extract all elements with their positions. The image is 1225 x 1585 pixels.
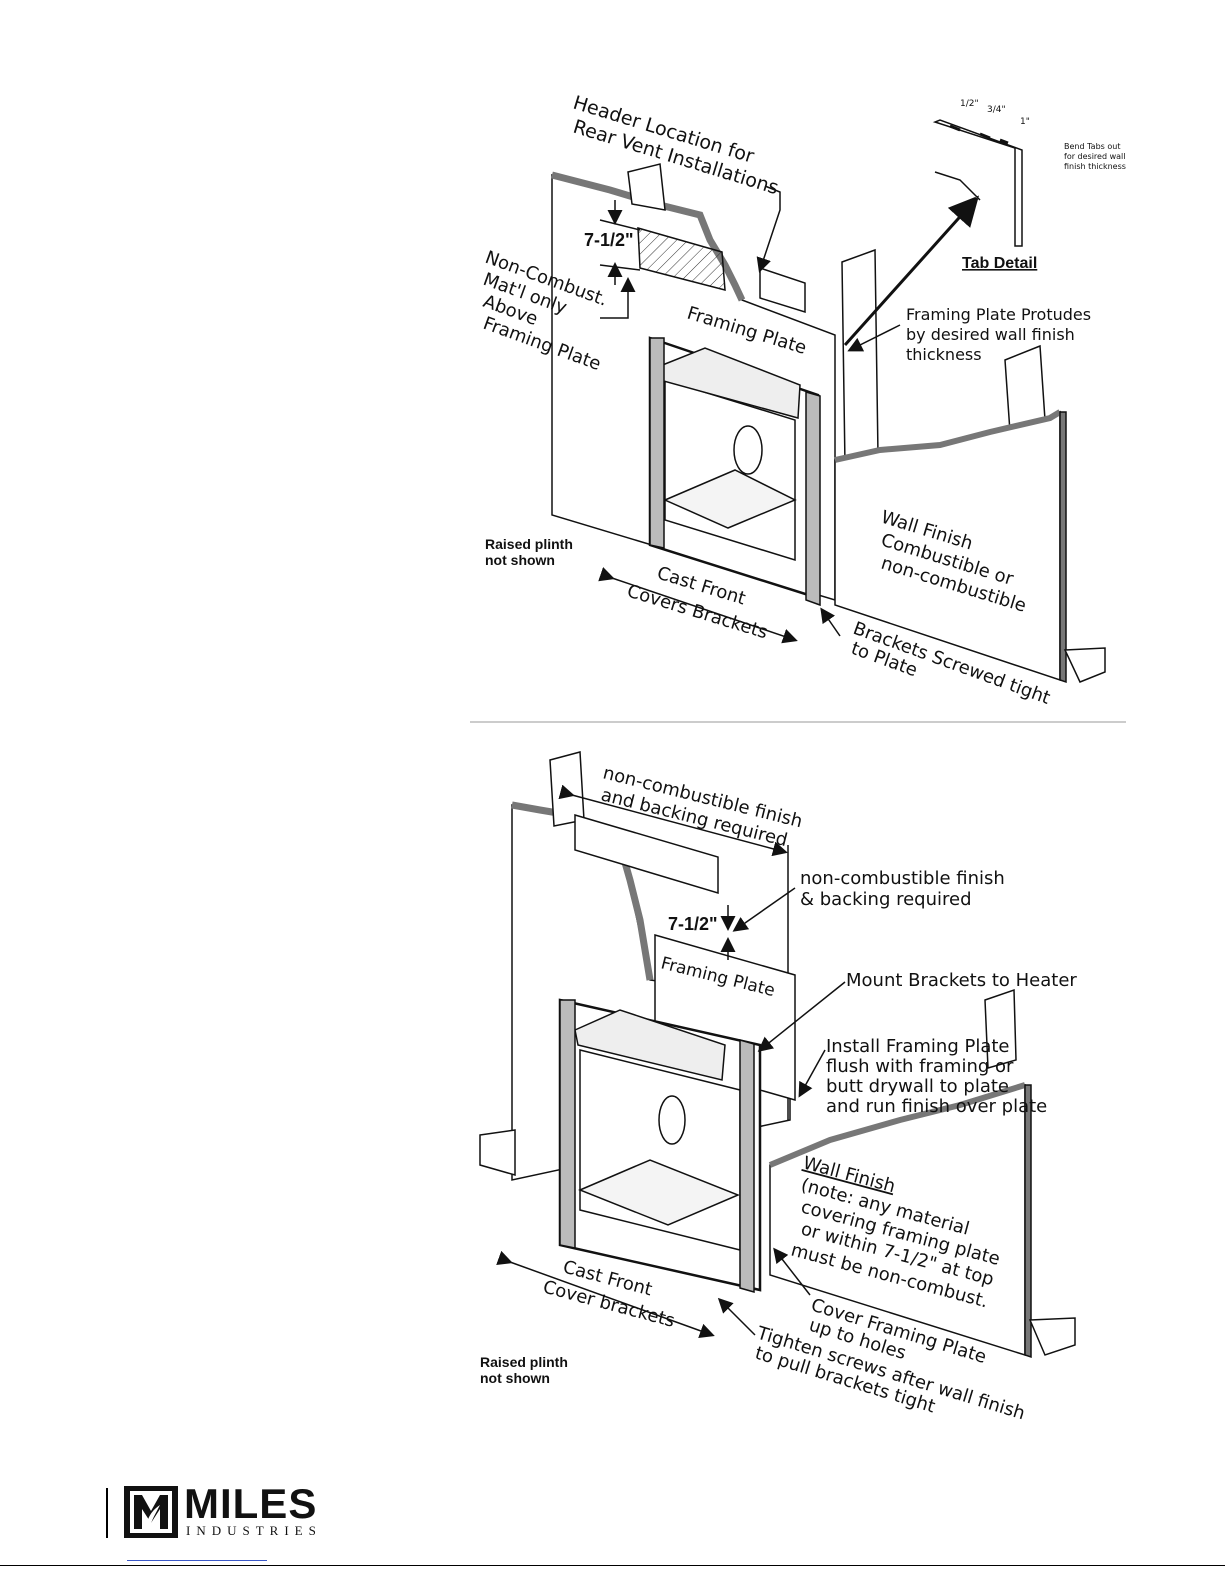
bottom-plinth-line1: Raised plinth — [480, 1354, 568, 1370]
top-tab-detail-arrow — [843, 195, 980, 347]
tab-detail-tabs — [949, 124, 1009, 145]
top-stud-right — [841, 248, 879, 467]
bend-tabs-3: finish thickness — [1064, 162, 1126, 171]
top-wall-torn-edge — [551, 171, 746, 302]
bottom-stud-right — [984, 988, 1017, 1069]
bottom-install-leader — [798, 1049, 826, 1098]
footer-link-underline[interactable] — [127, 1560, 267, 1561]
bottom-bracket-left — [559, 999, 576, 1249]
bottom-figure — [479, 751, 1076, 1359]
bottom-plinth-line2: not shown — [480, 1370, 550, 1386]
bottom-install-4: and run finish over plate — [826, 1096, 1047, 1117]
top-bracket-right — [805, 391, 821, 607]
top-right-wall-torn — [834, 409, 1062, 463]
bottom-firebox-floor — [578, 1159, 740, 1226]
top-firebox-floor — [663, 469, 797, 529]
logo-word: MILES — [184, 1480, 318, 1527]
top-bracket-left — [649, 337, 665, 549]
bottom-bracket-right — [739, 1039, 755, 1293]
bottom-noncomb-leader — [732, 887, 796, 932]
bottom-vent-hole — [658, 1095, 686, 1145]
bottom-dim-label: 7-1/2" — [668, 914, 718, 934]
tab-detail-title: Tab Detail — [962, 255, 1037, 272]
top-figure — [551, 119, 1106, 684]
top-wall-edge — [1059, 411, 1067, 684]
tab-size-3: 1" — [1020, 117, 1030, 127]
bend-tabs-1: Bend Tabs out — [1064, 142, 1120, 151]
bottom-cast-front-dim — [496, 1250, 715, 1338]
top-noncomb-arrow — [600, 277, 636, 319]
bottom-install-1: Install Framing Plate — [826, 1036, 1010, 1057]
bottom-noncomb-right-1: non-combustible finish — [800, 868, 1005, 889]
bottom-install-3: butt drywall to plate — [826, 1076, 1009, 1097]
bottom-mount-brackets: Mount Brackets to Heater — [846, 970, 1077, 991]
bottom-firebox-top — [574, 1009, 726, 1081]
bottom-noncomb-right-2: & backing required — [800, 889, 972, 910]
top-plinth-note: Raised plinth not shown — [485, 536, 573, 568]
bottom-install-2: flush with framing or — [826, 1056, 1014, 1077]
bottom-noncomb-dim — [558, 784, 788, 857]
top-header-hatch — [637, 226, 726, 291]
top-vent-hole — [733, 425, 763, 475]
bottom-mount-leader — [757, 981, 846, 1052]
footer-rule — [0, 1565, 1225, 1566]
bottom-floor-block-left — [479, 1129, 516, 1176]
bottom-tighten-leader — [717, 1297, 756, 1336]
bottom-stud-left — [549, 751, 585, 827]
top-plinth-line1: Raised plinth — [485, 536, 573, 552]
footer-divider — [106, 1488, 108, 1538]
top-cast-front-dim — [598, 567, 798, 644]
tab-size-2: 3/4" — [987, 105, 1006, 115]
bottom-plinth-note: Raised plinth not shown — [480, 1354, 568, 1386]
tab-detail-drawing — [932, 119, 1023, 247]
top-header-leader — [756, 185, 781, 273]
bottom-right-wall-torn — [768, 1082, 1026, 1168]
bottom-cover-leader — [773, 1247, 811, 1296]
top-protrudes-leader — [847, 324, 901, 352]
tab-size-1: 1/2" — [960, 99, 979, 109]
miles-industries-logo: MILES INDUSTRIES — [124, 1482, 324, 1538]
bend-tabs-2: for desired wall — [1064, 152, 1125, 161]
top-header-block — [759, 266, 806, 314]
top-floor-block — [1063, 647, 1106, 683]
top-dim-ext-top — [599, 219, 641, 231]
logo-sub: INDUSTRIES — [186, 1523, 322, 1538]
bottom-floor-block-right — [1028, 1317, 1076, 1356]
top-brackets-leader — [820, 607, 841, 637]
logo-m-icon — [130, 1491, 172, 1533]
top-protrudes-3: thickness — [906, 345, 982, 364]
top-protrudes-1: Framing Plate Protudes — [906, 305, 1091, 324]
bottom-wall-edge — [1024, 1084, 1032, 1359]
top-plinth-line2: not shown — [485, 552, 555, 568]
top-dim-ext-bottom — [599, 264, 641, 271]
logo-mark — [124, 1486, 178, 1538]
top-dim-label: 7-1/2" — [584, 230, 634, 250]
top-stud-left — [627, 163, 666, 211]
top-protrudes-2: by desired wall finish — [906, 325, 1075, 344]
